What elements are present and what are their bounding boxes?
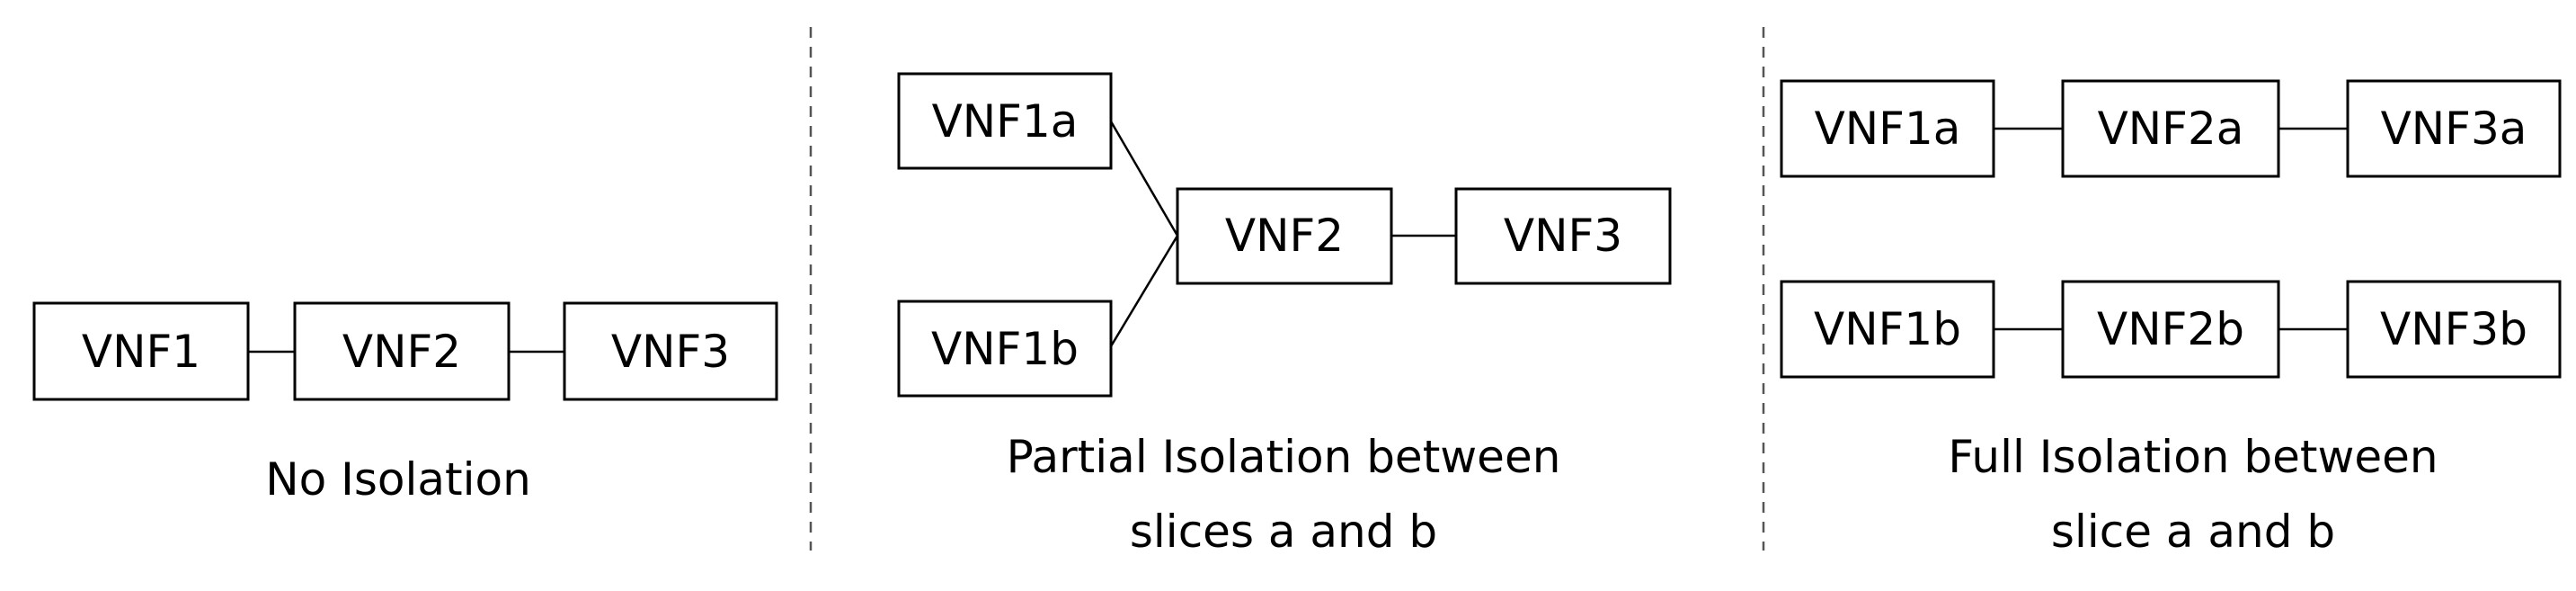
vnf2b-box: VNF2b xyxy=(2061,280,2280,379)
caption-full-isolation: Full Isolation between slice a and b xyxy=(1948,431,2438,558)
svg-text:VNF1a: VNF1a xyxy=(932,95,1079,148)
vnf3-box: VNF3 xyxy=(563,301,778,401)
vnf1b-box: VNF1b xyxy=(1780,280,1995,379)
vnf3-box: VNF3 xyxy=(1454,187,1672,285)
vnf2-box: VNF2 xyxy=(293,301,511,401)
vnf1b-box: VNF1b xyxy=(897,300,1113,398)
svg-text:slice a and b: slice a and b xyxy=(2051,506,2335,558)
vnf2-box: VNF2 xyxy=(1176,187,1393,285)
svg-text:VNF1a: VNF1a xyxy=(1815,103,1961,155)
svg-text:VNF1b: VNF1b xyxy=(1814,303,1961,355)
vnf1a-box: VNF1a xyxy=(897,72,1113,170)
vnf1a-box: VNF1a xyxy=(1780,79,1995,178)
panel-full-isolation: VNF1a VNF2a VNF3a VNF1b VNF2b VNF3b Full… xyxy=(1780,79,2562,558)
link-vnf1a-vnf2 xyxy=(1109,121,1179,237)
svg-text:VNF2b: VNF2b xyxy=(2097,303,2244,355)
svg-text:VNF3a: VNF3a xyxy=(2381,103,2527,155)
svg-text:No Isolation: No Isolation xyxy=(265,453,531,506)
svg-text:VNF2a: VNF2a xyxy=(2098,103,2244,155)
svg-text:VNF3b: VNF3b xyxy=(2380,303,2527,355)
svg-text:Partial Isolation between: Partial Isolation between xyxy=(1007,431,1561,483)
vnf3b-box: VNF3b xyxy=(2346,280,2562,379)
caption-partial-isolation: Partial Isolation between slices a and b xyxy=(1007,431,1561,558)
vnf3a-box: VNF3a xyxy=(2346,79,2562,178)
svg-text:VNF1: VNF1 xyxy=(82,326,200,378)
vnf1-box: VNF1 xyxy=(32,301,250,401)
link-vnf1b-vnf2 xyxy=(1109,235,1179,347)
panel-no-isolation: VNF1 VNF2 VNF3 No Isolation xyxy=(32,301,778,506)
svg-text:Full Isolation between: Full Isolation between xyxy=(1948,431,2438,483)
svg-text:slices a and b: slices a and b xyxy=(1130,506,1437,558)
panel-partial-isolation: VNF1a VNF1b VNF2 VNF3 Partial Isolation … xyxy=(897,72,1672,558)
svg-text:VNF2: VNF2 xyxy=(1225,210,1344,262)
svg-text:VNF3: VNF3 xyxy=(611,326,730,378)
svg-text:VNF3: VNF3 xyxy=(1504,210,1622,262)
caption-no-isolation: No Isolation xyxy=(265,453,531,506)
svg-text:VNF2: VNF2 xyxy=(342,326,461,378)
vnf2a-box: VNF2a xyxy=(2061,79,2280,178)
svg-text:VNF1b: VNF1b xyxy=(931,323,1079,375)
